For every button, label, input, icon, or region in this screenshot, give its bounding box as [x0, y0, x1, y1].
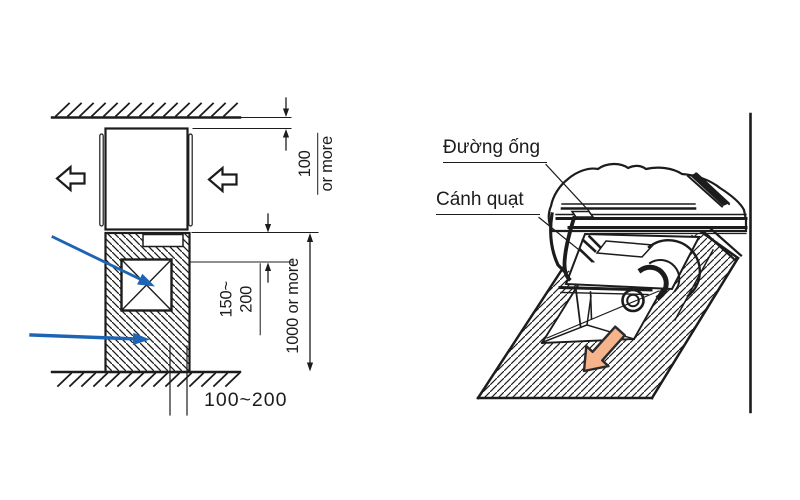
callout-arrow-wall: [29, 333, 137, 341]
right-diagram: [476, 112, 752, 414]
dim-100-arrows: [282, 97, 290, 151]
label-fan: Cánh quạt: [436, 189, 540, 215]
unit-side-panel-right: [188, 133, 193, 227]
airflow-out-arrow-icon: [582, 325, 626, 373]
dim-1000-arrows: [306, 233, 314, 372]
dim-top-clearance: 100 or more: [296, 132, 338, 195]
callout-arrowhead-duct-opening: [137, 273, 155, 287]
airflow-arrow-left-icon: [55, 164, 86, 193]
dim-wall-depth: 100~200: [204, 389, 288, 411]
dim-duct-position: 150~ 200: [217, 263, 261, 336]
dim-duct-position-line2: 200: [237, 285, 256, 313]
ceiling-hatch: [54, 102, 239, 118]
dim-top-clearance-value: 100: [296, 132, 318, 195]
floor-hatch: [56, 372, 241, 388]
duct-front: [555, 210, 748, 235]
duct-sleeve: [142, 233, 184, 248]
wall-depth-extension-lines: [169, 345, 188, 416]
casing-inner-panel: [595, 240, 655, 258]
left-diagram: [29, 97, 319, 416]
callout-arrowhead-wall: [132, 332, 150, 346]
dim-top-clearance-qualifier: or more: [318, 136, 336, 192]
casing-base: [558, 285, 653, 328]
wall-section: [104, 231, 191, 374]
dim-floor-clearance: 1000 or more: [284, 258, 303, 354]
callout-arrow-duct-opening: [51, 235, 143, 282]
callout-arrows: [29, 235, 155, 346]
dimension-extension-lines: [190, 128, 319, 263]
indoor-unit: [99, 127, 193, 231]
airflow-arrow-right-icon: [207, 165, 238, 194]
label-duct: Đường ống: [443, 137, 547, 163]
label-leaders: [538, 163, 595, 263]
support-struts: [702, 227, 743, 262]
unit-side-panel-left: [99, 133, 104, 227]
dim-150-200-arrows: [264, 213, 272, 283]
duct-top-lines: [560, 172, 731, 210]
dim-duct-position-line1: 150~: [217, 281, 236, 318]
opening-left-edge: [549, 212, 568, 275]
